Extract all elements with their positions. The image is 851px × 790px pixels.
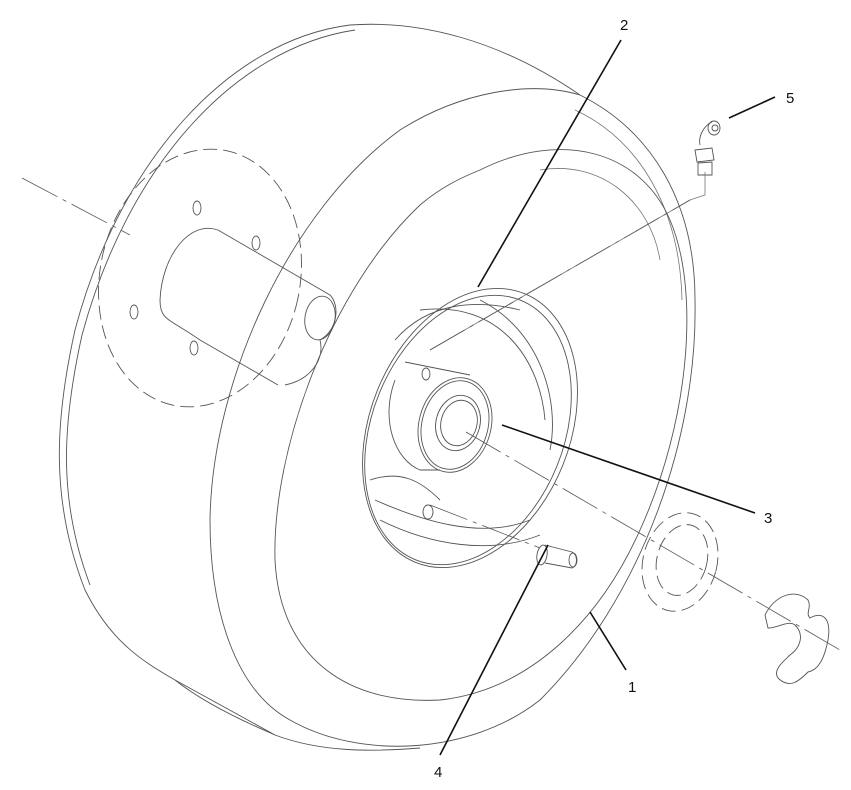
rim [362, 287, 578, 569]
hub-back [98, 148, 337, 408]
tire-back [58, 23, 581, 751]
leader-lines [439, 39, 776, 756]
leader-5 [728, 96, 776, 119]
callout-1: 1 [628, 679, 637, 696]
callout-3: 3 [764, 510, 773, 527]
washer [641, 512, 719, 612]
leader-1 [589, 611, 627, 671]
bearing [388, 361, 493, 473]
callout-5: 5 [786, 90, 795, 107]
grease-fitting [694, 120, 721, 176]
centerlines [21, 172, 841, 651]
leader-2 [477, 39, 622, 288]
callout-4: 4 [434, 764, 443, 781]
callout-2: 2 [620, 17, 629, 34]
valve-stem [536, 544, 578, 569]
tire-front [209, 88, 696, 747]
retaining-clip [764, 593, 830, 684]
leader-3 [501, 424, 756, 514]
leader-4 [439, 544, 549, 756]
